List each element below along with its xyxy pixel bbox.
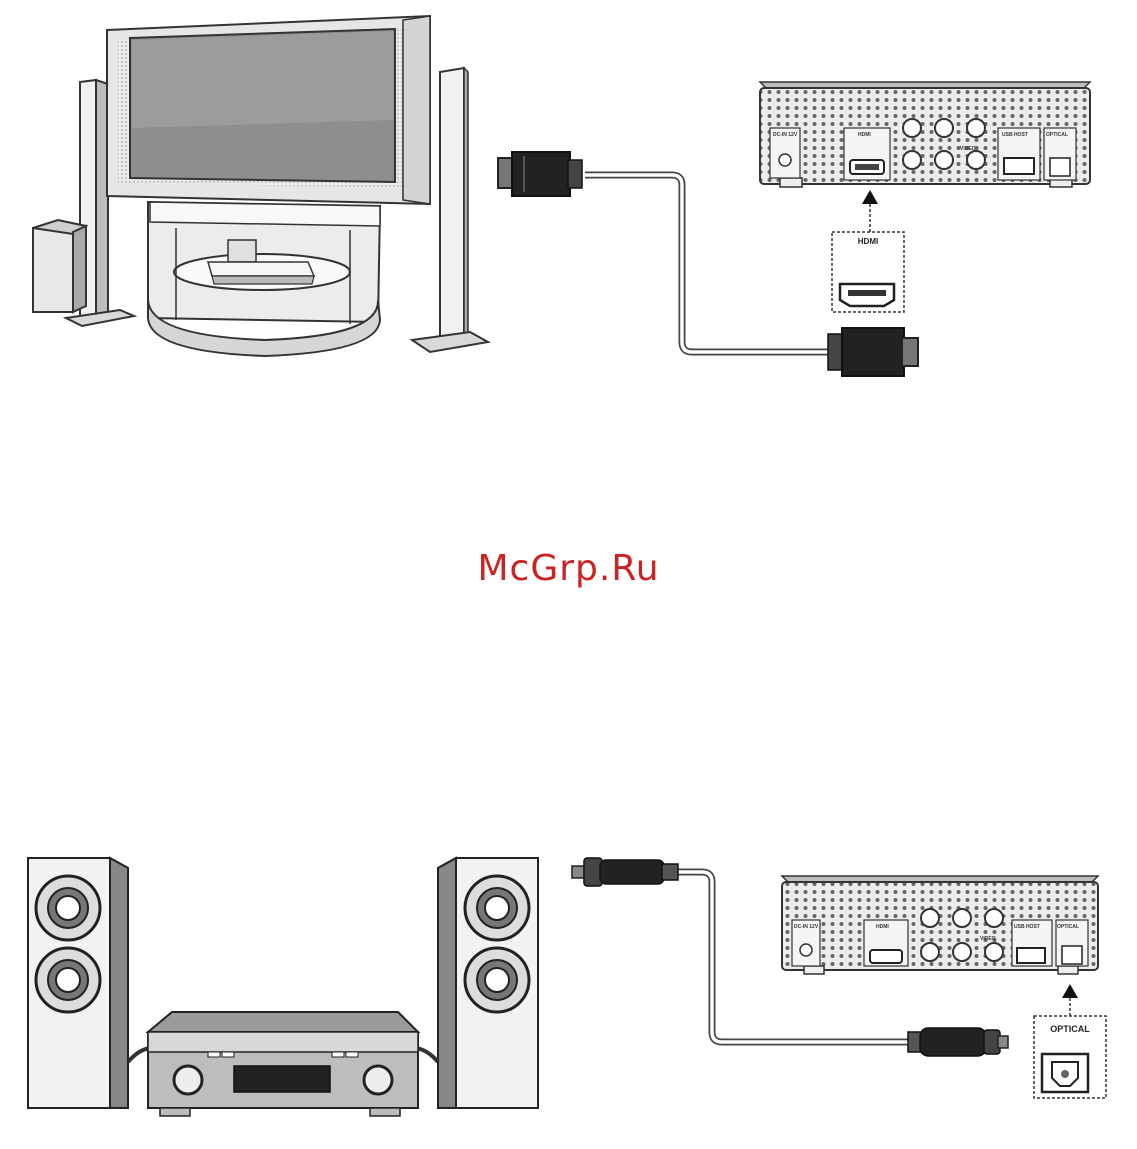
hdmi-callout-label: HDMI <box>858 237 878 246</box>
watermark: McGrp.Ru <box>0 548 1137 589</box>
port-label-video-2: VIDEO <box>980 936 996 942</box>
port-label-optical: OPTICAL <box>1046 132 1068 138</box>
media-player-rear-panel-2: DC-IN 12V HDMI VIDEO USB HOST OPTICAL <box>782 876 1098 974</box>
port-label-video: VIDEO <box>960 146 976 152</box>
port-label-optical-2: OPTICAL <box>1057 924 1079 930</box>
port-label-hdmi-2: HDMI <box>876 924 889 930</box>
right-bookshelf-speaker <box>438 858 538 1108</box>
port-label-dc-in-2: DC-IN 12V <box>794 924 819 930</box>
port-label-usb: USB HOST <box>1002 132 1028 138</box>
optical-port-callout: OPTICAL <box>1034 984 1106 1098</box>
subwoofer <box>33 220 86 312</box>
arrow-up-icon-2 <box>1062 984 1078 998</box>
left-bookshelf-speaker <box>28 858 128 1108</box>
media-player-rear-panel: DC-IN 12V HDMI VIDEO USB HOST OPTICAL <box>760 82 1090 187</box>
home-theater-illustration <box>33 16 488 356</box>
optical-callout-label: OPTICAL <box>1050 1024 1090 1034</box>
tv-stand <box>148 202 380 356</box>
port-label-usb-2: USB HOST <box>1014 924 1040 930</box>
amplifier-illustration <box>148 1012 418 1116</box>
arrow-up-icon <box>862 190 878 204</box>
port-label-dc-in: DC-IN 12V <box>773 132 798 138</box>
stereo-system-illustration <box>28 858 538 1116</box>
port-label-hdmi: HDMI <box>858 132 871 138</box>
flat-screen-tv <box>107 16 430 204</box>
hdmi-port-callout: HDMI <box>832 190 904 312</box>
